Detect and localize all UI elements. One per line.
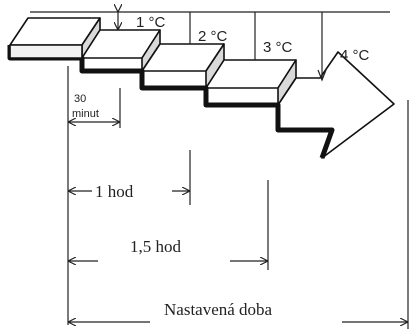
step-label-1: 1 °C <box>136 14 166 31</box>
step-label-3: 3 °C <box>263 39 293 56</box>
interval-30min-unit: minut <box>72 108 99 120</box>
span-total-label: Nastavená doba <box>164 300 273 319</box>
staircase-arrow <box>7 17 395 159</box>
step-label-4: 4 °C <box>340 47 370 64</box>
step-1-front <box>9 44 83 59</box>
step-label-2: 2 °C <box>198 28 228 45</box>
span-15hod-label: 1,5 hod <box>130 237 182 256</box>
temperature-dimensions <box>118 12 327 82</box>
span-1hod-label: 1 hod <box>95 182 134 201</box>
interval-30min-number: 30 <box>74 93 86 105</box>
